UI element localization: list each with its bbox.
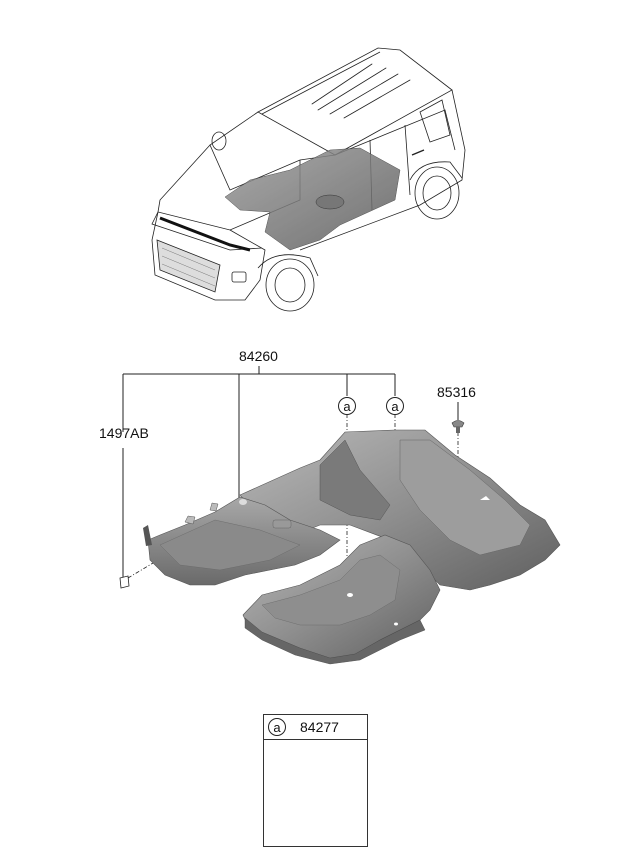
floor-carpet-84260 (143, 429, 561, 665)
leader-lines (122, 366, 459, 578)
legend-part-number: 84277 (300, 719, 339, 735)
callout-a-left: a (338, 397, 356, 415)
part-label-85316: 85316 (437, 384, 476, 400)
push-clip-85316 (451, 420, 465, 433)
vehicle-carpet-highlight (224, 147, 401, 251)
callout-a-right: a (386, 397, 404, 415)
reference-legend-box: a 84277 (263, 714, 368, 847)
tag-clip-1497ab (119, 575, 130, 589)
part-label-1497ab: 1497AB (99, 425, 149, 441)
part-label-84260: 84260 (239, 348, 278, 364)
legend-header: a 84277 (264, 715, 367, 740)
legend-callout-a: a (268, 718, 286, 736)
